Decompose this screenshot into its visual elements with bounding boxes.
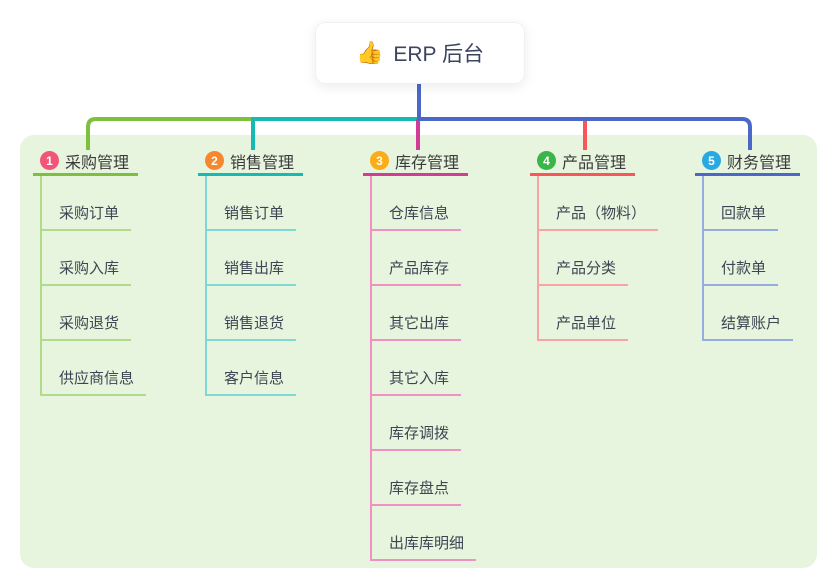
branch-children: 仓库信息产品库存其它出库其它入库库存调拨库存盘点出库库明细 — [370, 176, 477, 561]
child-node-label: 销售订单 — [207, 202, 297, 231]
branch-title: 采购管理 — [65, 154, 130, 172]
child-node-label: 产品单位 — [539, 312, 629, 341]
child-node[interactable]: 采购入库 — [42, 231, 146, 286]
child-node-label: 付款单 — [704, 257, 779, 286]
child-node-label: 客户信息 — [207, 367, 297, 396]
child-node[interactable]: 产品库存 — [372, 231, 476, 286]
child-node[interactable]: 产品分类 — [539, 231, 658, 286]
branch-children: 销售订单销售出库销售退货客户信息 — [205, 176, 297, 396]
child-node-label: 库存调拨 — [372, 422, 462, 451]
branch-number-badge: 1 — [40, 151, 59, 170]
root-node-label: ERP 后台 — [393, 43, 485, 66]
branch-number-badge: 5 — [702, 151, 721, 170]
branches-background-panel — [20, 135, 817, 568]
child-node[interactable]: 出库库明细 — [372, 506, 477, 561]
branch-title: 财务管理 — [727, 154, 792, 172]
child-node[interactable]: 仓库信息 — [372, 176, 476, 231]
child-node[interactable]: 库存盘点 — [372, 451, 476, 506]
branch-node-3[interactable]: 3 库存管理 — [363, 148, 468, 176]
root-node-erp-backend[interactable]: 👍 ERP 后台 — [315, 22, 525, 84]
branch-children: 回款单付款单结算账户 — [702, 176, 794, 341]
child-node[interactable]: 付款单 — [704, 231, 793, 286]
child-node[interactable]: 采购订单 — [42, 176, 146, 231]
child-node-label: 产品（物料） — [539, 202, 659, 231]
child-node-label: 仓库信息 — [372, 202, 462, 231]
branch-title: 库存管理 — [395, 154, 460, 172]
child-node-label: 出库库明细 — [372, 532, 477, 561]
branch-node-4[interactable]: 4 产品管理 — [530, 148, 635, 176]
child-node-label: 供应商信息 — [42, 367, 147, 396]
branch-node-2[interactable]: 2 销售管理 — [198, 148, 303, 176]
branch-number-badge: 4 — [537, 151, 556, 170]
child-node-label: 回款单 — [704, 202, 779, 231]
child-node[interactable]: 产品单位 — [539, 286, 658, 341]
child-node-label: 销售出库 — [207, 257, 297, 286]
child-node[interactable]: 产品（物料） — [539, 176, 659, 231]
child-node-label: 销售退货 — [207, 312, 297, 341]
branch-node-5[interactable]: 5 财务管理 — [695, 148, 800, 176]
branch-title: 产品管理 — [562, 154, 627, 172]
child-node[interactable]: 其它入库 — [372, 341, 476, 396]
branch-children: 采购订单采购入库采购退货供应商信息 — [40, 176, 147, 396]
child-node-label: 产品分类 — [539, 257, 629, 286]
child-node-label: 采购订单 — [42, 202, 132, 231]
child-node-label: 其它出库 — [372, 312, 462, 341]
child-node-label: 产品库存 — [372, 257, 462, 286]
child-node[interactable]: 销售订单 — [207, 176, 297, 231]
child-node[interactable]: 结算账户 — [704, 286, 794, 341]
child-node[interactable]: 采购退货 — [42, 286, 146, 341]
child-node[interactable]: 回款单 — [704, 176, 793, 231]
branch-title: 销售管理 — [230, 154, 295, 172]
branch-number-badge: 2 — [205, 151, 224, 170]
thumbs-up-emoji: 👍 — [355, 40, 384, 65]
child-node-label: 结算账户 — [704, 312, 794, 341]
branch-children: 产品（物料） 产品分类产品单位 — [537, 176, 659, 341]
branch-node-1[interactable]: 1 采购管理 — [33, 148, 138, 176]
child-node-label: 库存盘点 — [372, 477, 462, 506]
child-node-label: 采购退货 — [42, 312, 132, 341]
child-node[interactable]: 销售退货 — [207, 286, 297, 341]
child-node[interactable]: 库存调拨 — [372, 396, 476, 451]
child-node[interactable]: 供应商信息 — [42, 341, 147, 396]
branch-number-badge: 3 — [370, 151, 389, 170]
child-node[interactable]: 其它出库 — [372, 286, 476, 341]
child-node[interactable]: 销售出库 — [207, 231, 297, 286]
child-node[interactable]: 客户信息 — [207, 341, 297, 396]
child-node-label: 其它入库 — [372, 367, 462, 396]
child-node-label: 采购入库 — [42, 257, 132, 286]
